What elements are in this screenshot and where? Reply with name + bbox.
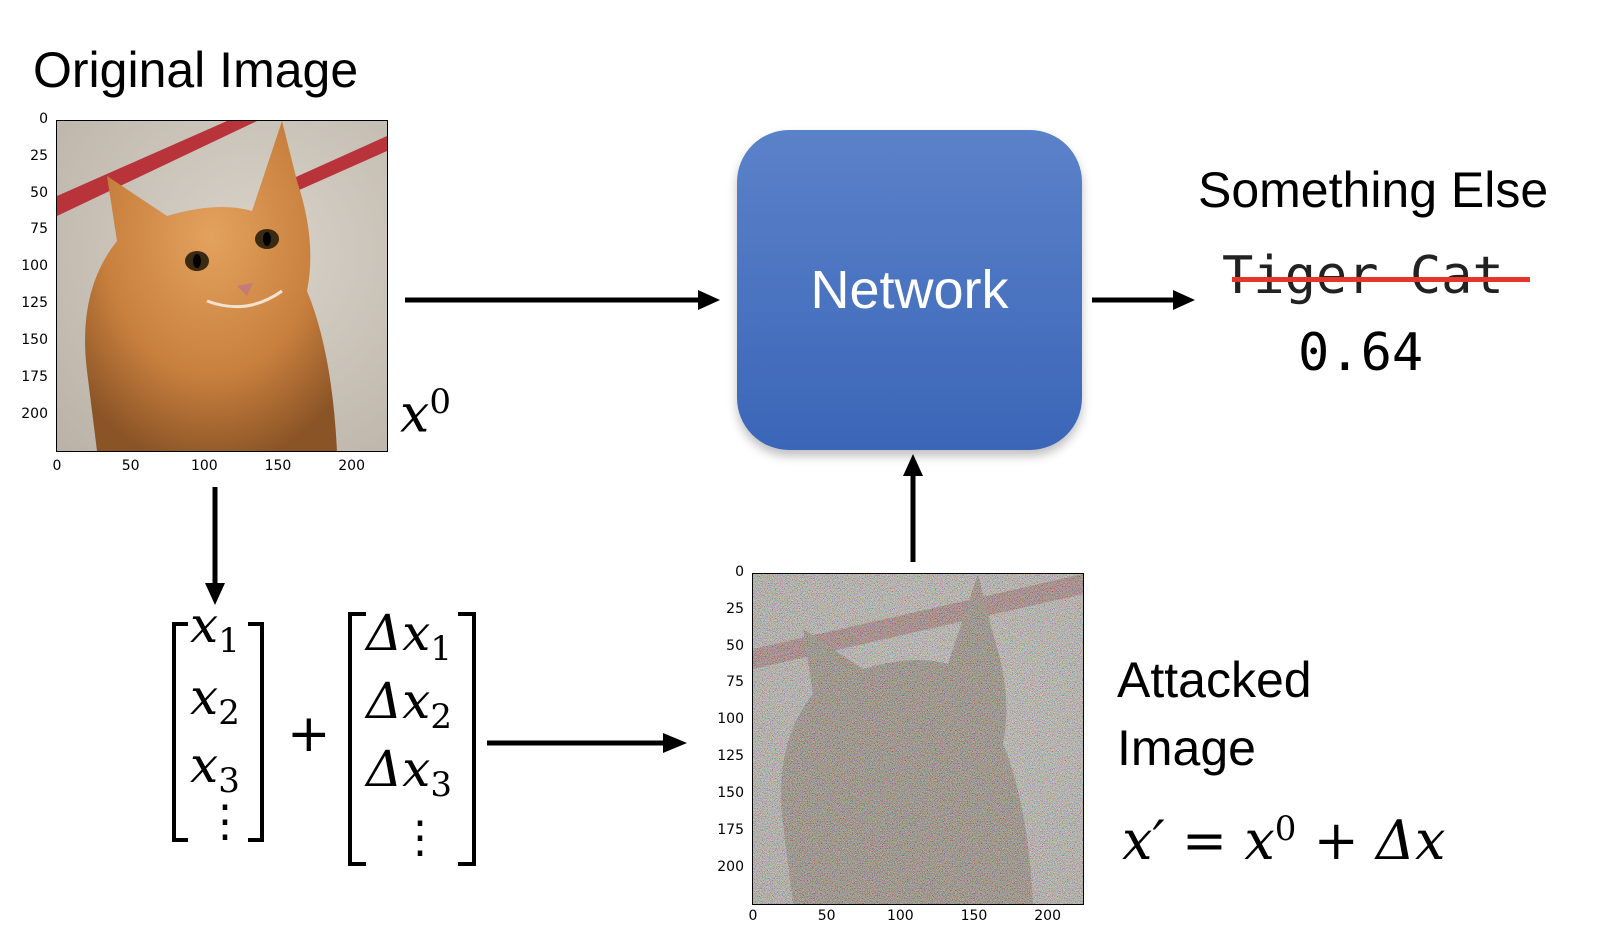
- original-y-tick: 150: [21, 331, 48, 348]
- attacked-title-line2: Image: [1117, 720, 1256, 776]
- noisy-cat-photo: [753, 574, 1083, 904]
- plus-sign: +: [287, 704, 331, 764]
- attacked-x-tick: 150: [960, 908, 988, 924]
- original-x-tick: 200: [338, 458, 365, 474]
- arrow-to-network: [405, 290, 720, 310]
- attacked-y-tick: 125: [717, 748, 744, 765]
- output-title: Something Else: [1198, 162, 1549, 218]
- attacked-y-tick: 75: [726, 674, 744, 691]
- attacked-y-tick: 50: [726, 637, 744, 654]
- formula-base: x: [1244, 809, 1275, 872]
- strike-line: [1232, 277, 1530, 282]
- original-x-tick: 100: [190, 458, 218, 474]
- arrow-to-output: [1092, 290, 1195, 310]
- x0-label: x0: [400, 385, 451, 440]
- attacked-image: [752, 573, 1084, 905]
- original-y-tick: 175: [21, 368, 48, 385]
- vector-x-item-3: x3: [190, 736, 240, 801]
- vector-delta-item-1: Δx1: [366, 604, 452, 669]
- vector-x-left-bracket: [172, 622, 188, 842]
- vector-delta-item-2: Δx2: [366, 672, 452, 737]
- attacked-x-tick: 200: [1034, 908, 1061, 924]
- attacked-x-tick: 0: [748, 908, 758, 924]
- original-y-tick: 100: [21, 258, 48, 275]
- original-x-tick: 150: [264, 458, 292, 474]
- cat-photo: [57, 121, 387, 451]
- vector-delta-right-bracket: [458, 612, 476, 866]
- score-value: 0.64: [1298, 323, 1424, 383]
- formula-sup: 0: [1274, 809, 1297, 849]
- formula-plus: +: [1313, 809, 1359, 872]
- attacked-y-tick: 0: [735, 564, 744, 580]
- original-y-tick: 75: [30, 221, 48, 238]
- x0-base: x: [400, 384, 430, 445]
- formula-eq: =: [1181, 809, 1228, 872]
- attacked-y-tick: 175: [717, 821, 744, 838]
- original-image-title: Original Image: [33, 42, 359, 98]
- vector-x-vdots: ⋮: [203, 796, 247, 847]
- attack-formula: x′ = x0 + Δx: [1122, 812, 1445, 868]
- formula-delta: Δx: [1376, 809, 1446, 872]
- original-y-tick: 50: [30, 184, 48, 201]
- attacked-x-tick: 50: [817, 908, 836, 924]
- attacked-y-tick: 150: [717, 784, 744, 801]
- original-y-tick: 25: [30, 147, 48, 164]
- attacked-x-tick: 100: [886, 908, 914, 924]
- vector-x-item-1: x1: [190, 596, 240, 661]
- attacked-title-line1: Attacked: [1117, 652, 1312, 708]
- original-y-tick: 200: [21, 405, 48, 422]
- attacked-y-tick: 25: [726, 600, 744, 617]
- original-cat-image: [56, 120, 388, 452]
- vector-delta-item-3: Δx3: [366, 740, 452, 805]
- x0-sup: 0: [429, 382, 451, 422]
- vector-x-right-bracket: [248, 622, 264, 842]
- arrow-to-attacked: [487, 733, 687, 753]
- original-x-tick: 50: [121, 458, 140, 474]
- original-x-tick: 0: [52, 458, 62, 474]
- network-label: Network: [810, 260, 1009, 320]
- arrow-down: [205, 487, 225, 605]
- arrow-up: [903, 454, 923, 562]
- attacked-y-tick: 100: [717, 711, 744, 728]
- vector-x-item-2: x2: [190, 668, 240, 733]
- vector-delta-left-bracket: [348, 612, 366, 866]
- attacked-y-tick: 200: [717, 858, 744, 875]
- network-box: Network: [737, 130, 1082, 450]
- vector-delta-vdots: ⋮: [398, 812, 442, 863]
- original-y-tick: 125: [21, 295, 48, 312]
- formula-lhs: x′: [1122, 809, 1165, 872]
- original-y-tick: 0: [39, 111, 48, 127]
- struck-label: Tiger Cat: [1222, 246, 1504, 306]
